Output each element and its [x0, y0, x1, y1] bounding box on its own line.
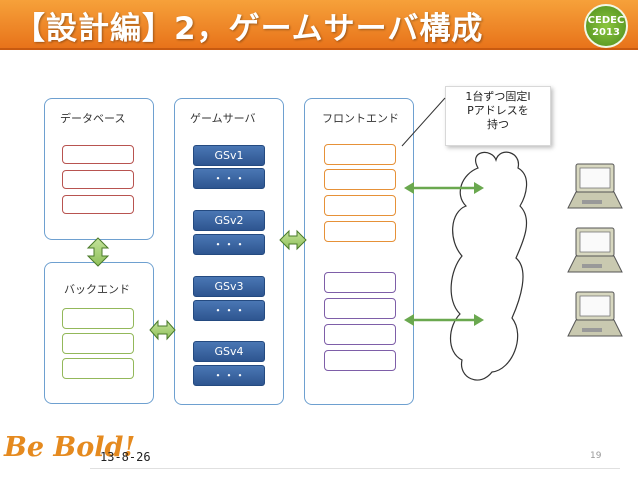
backend-slot	[62, 308, 134, 329]
frontend-cloud-arrow-bottom	[404, 314, 484, 326]
logo-line1: CEDEC	[587, 15, 625, 26]
callout-line: 1台ずつ固定I	[465, 90, 531, 103]
frontend-slot	[324, 298, 396, 319]
callout-line: 持つ	[487, 118, 509, 131]
be-bold-logo: Be Bold!	[4, 432, 136, 463]
slide-title: 【設計編】2，ゲームサーバ構成	[14, 11, 484, 47]
logo-line2: 2013	[592, 27, 620, 38]
gs-ellipsis: ・・・	[193, 234, 265, 255]
laptop-icon	[567, 227, 623, 273]
database-slot	[62, 195, 134, 214]
page-number: 19	[590, 451, 602, 461]
gs-ellipsis: ・・・	[193, 365, 265, 386]
backend-slot	[62, 358, 134, 379]
laptop-icon	[567, 163, 623, 209]
gs-ellipsis: ・・・	[193, 300, 265, 321]
frontend-slot	[324, 324, 396, 345]
internet-cloud	[449, 151, 528, 381]
gs-ellipsis: ・・・	[193, 168, 265, 189]
callout-line: Pアドレスを	[467, 104, 529, 117]
database-slot	[62, 170, 134, 189]
frontend-slot	[324, 272, 396, 293]
cedec-logo: CEDEC 2013	[584, 4, 628, 48]
frontend-cloud-arrow-top	[404, 182, 484, 194]
frontend-label: フロントエンド	[322, 112, 399, 125]
gs-node: GSv4	[193, 341, 265, 362]
ip-callout: 1台ずつ固定I Pアドレスを 持つ	[445, 86, 551, 146]
title-bar: 【設計編】2，ゲームサーバ構成 CEDEC 2013	[0, 0, 638, 50]
frontend-slot	[324, 195, 396, 216]
backend-slot	[62, 333, 134, 354]
backend-label: バックエンド	[64, 283, 130, 296]
frontend-slot	[324, 144, 396, 165]
gameserver-label: ゲームサーバ	[190, 112, 256, 125]
laptop-icon	[567, 291, 623, 337]
gs-node: GSv3	[193, 276, 265, 297]
footer-date: 13-8-26	[100, 450, 151, 464]
gs-node: GSv2	[193, 210, 265, 231]
frontend-slot	[324, 350, 396, 371]
frontend-slot	[324, 169, 396, 190]
frontend-slot	[324, 221, 396, 242]
database-box	[44, 98, 154, 240]
database-label: データベース	[60, 112, 126, 125]
footer-divider	[90, 468, 620, 469]
database-slot	[62, 145, 134, 164]
gs-node: GSv1	[193, 145, 265, 166]
